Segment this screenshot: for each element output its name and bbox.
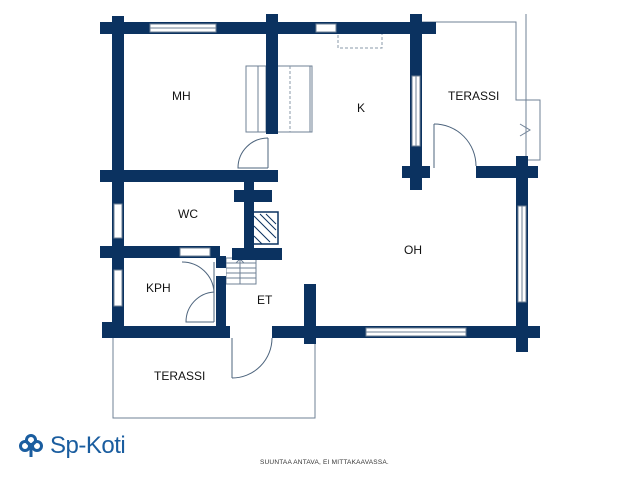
room-label-kph: KPH bbox=[146, 281, 171, 295]
sp-koti-clover-icon bbox=[19, 434, 43, 457]
room-label-k: K bbox=[357, 101, 365, 115]
room-label-oh: OH bbox=[404, 243, 422, 257]
sp-koti-logo: Sp-Koti bbox=[18, 430, 126, 462]
room-label-mh: MH bbox=[172, 89, 191, 103]
room-labels: MH K TERASSI WC OH KPH ET TERASSI bbox=[146, 89, 499, 383]
room-label-terassi-bottom: TERASSI bbox=[154, 369, 205, 383]
room-label-et: ET bbox=[257, 293, 273, 307]
doors bbox=[181, 123, 477, 379]
stairs bbox=[225, 257, 257, 285]
walls bbox=[100, 14, 540, 352]
room-label-terassi-right: TERASSI bbox=[448, 89, 499, 103]
fireplace bbox=[251, 211, 279, 245]
logo-text: Sp-Koti bbox=[50, 432, 126, 459]
room-label-wc: WC bbox=[178, 207, 198, 221]
disclaimer-note: SUUNTAA ANTAVA, EI MITTAKAAVASSA. bbox=[260, 459, 389, 466]
windows bbox=[113, 23, 527, 337]
